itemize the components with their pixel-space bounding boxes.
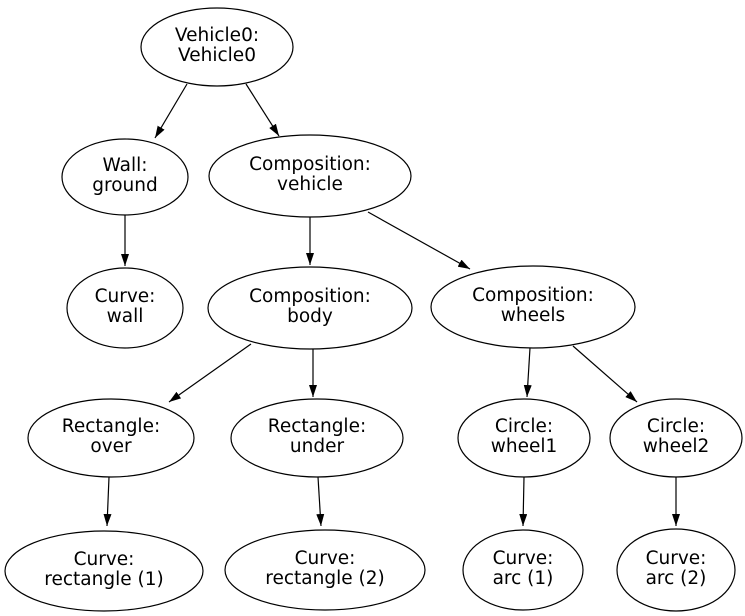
node-curve-arc-2: Curve:arc (2)	[616, 528, 736, 612]
node-label-line1: Composition:	[249, 154, 371, 175]
edge-rectangle-under-to-curve-rectangle-2	[316, 476, 325, 527]
node-ellipse	[430, 265, 636, 349]
node-label-line2: ground	[92, 175, 157, 196]
node-label-line2: over	[90, 436, 132, 457]
node-label-line1: Curve:	[295, 548, 356, 569]
node-ellipse	[27, 398, 195, 478]
node-composition-wheels: Composition:wheels	[430, 265, 636, 349]
node-rectangle-over: Rectangle:over	[27, 398, 195, 478]
edge-vehicle0-to-composition-vehicle	[245, 83, 280, 137]
node-label-line1: Circle:	[647, 416, 705, 437]
node-label-line2: wheel1	[491, 436, 558, 457]
node-label-line2: under	[290, 436, 345, 457]
node-circle-wheel1: Circle:wheel1	[457, 398, 591, 478]
edge-vehicle0-to-wall-ground	[154, 83, 188, 139]
node-label-line1: Rectangle:	[268, 416, 366, 437]
edge-circle-wheel1-to-curve-arc-1	[519, 476, 528, 527]
node-circle-wheel2: Circle:wheel2	[609, 398, 743, 478]
node-label-line2: rectangle (1)	[44, 569, 163, 590]
node-label-line2: rectangle (2)	[265, 568, 384, 589]
node-wall-ground: Wall:ground	[61, 138, 189, 216]
node-ellipse	[609, 398, 743, 478]
node-ellipse	[224, 529, 426, 611]
node-ellipse	[4, 530, 204, 612]
node-curve-rectangle-1: Curve:rectangle (1)	[4, 530, 204, 612]
edge-composition-body-to-rectangle-over	[168, 343, 252, 403]
node-label-line1: Composition:	[472, 285, 594, 306]
edge-composition-wheels-to-circle-wheel2	[572, 345, 638, 403]
node-label-line2: wheels	[501, 305, 565, 326]
node-label-line1: Curve:	[95, 286, 156, 307]
node-ellipse	[207, 266, 413, 350]
node-label-line1: Vehicle0:	[175, 25, 259, 46]
node-curve-rectangle-2: Curve:rectangle (2)	[224, 529, 426, 611]
node-vehicle0: Vehicle0:Vehicle0	[140, 7, 294, 87]
edges-layer	[103, 83, 680, 527]
node-ellipse	[66, 267, 184, 349]
node-label-line2: arc (1)	[493, 568, 554, 589]
node-ellipse	[457, 398, 591, 478]
edge-composition-wheels-to-circle-wheel1	[523, 347, 532, 398]
node-composition-vehicle: Composition:vehicle	[208, 134, 412, 218]
node-label-line1: Wall:	[103, 155, 148, 176]
node-rectangle-under: Rectangle:under	[230, 398, 404, 478]
node-curve-arc-1: Curve:arc (1)	[462, 529, 584, 611]
edge-rectangle-over-to-curve-rectangle-1	[103, 476, 112, 527]
node-label-line1: Composition:	[249, 286, 371, 307]
node-label-line2: Vehicle0	[178, 45, 256, 66]
nodes-layer: Vehicle0:Vehicle0Wall:groundComposition:…	[4, 7, 743, 612]
node-ellipse	[208, 134, 412, 218]
node-label-line1: Curve:	[646, 548, 707, 569]
node-ellipse	[230, 398, 404, 478]
node-ellipse	[462, 529, 584, 611]
node-ellipse	[140, 7, 294, 87]
node-ellipse	[616, 528, 736, 612]
node-label-line2: wheel2	[643, 436, 710, 457]
node-label-line1: Circle:	[495, 416, 553, 437]
node-composition-body: Composition:body	[207, 266, 413, 350]
node-curve-wall: Curve:wall	[66, 267, 184, 349]
node-label-line1: Curve:	[74, 549, 135, 570]
node-label-line2: body	[287, 306, 333, 327]
node-label-line2: vehicle	[277, 174, 343, 195]
edge-composition-vehicle-to-composition-wheels	[367, 211, 471, 270]
node-label-line2: wall	[107, 306, 144, 327]
node-label-line1: Curve:	[493, 548, 554, 569]
node-ellipse	[61, 138, 189, 216]
node-label-line2: arc (2)	[646, 568, 707, 589]
node-label-line1: Rectangle:	[62, 416, 160, 437]
